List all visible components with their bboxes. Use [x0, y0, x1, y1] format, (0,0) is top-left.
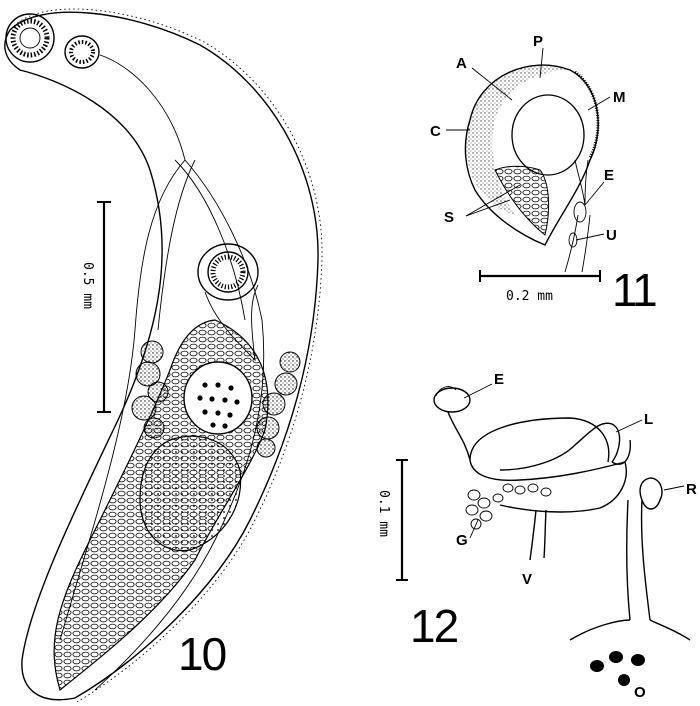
ova-O [590, 651, 645, 686]
laurer-canal-L [500, 423, 630, 470]
receptacle-duct [500, 462, 650, 620]
label-12-L: L [644, 411, 653, 428]
uterine-loop [448, 412, 625, 480]
oral-sucker [6, 14, 54, 62]
label-12-R: R [686, 481, 697, 498]
ovary [184, 362, 252, 434]
ejaculatory-duct [565, 160, 590, 272]
figure-10-drawing [5, 9, 322, 702]
testis [140, 436, 241, 550]
tegument-spines [14, 9, 322, 702]
figure-number-10: 10 [178, 628, 226, 680]
figure-number-11: 11 [612, 264, 656, 316]
receptacle-R [640, 478, 662, 509]
figure-12-leaders [464, 384, 684, 538]
caeca-inner [158, 160, 245, 330]
label-11-A: A [456, 55, 467, 72]
label-12-V: V [522, 571, 532, 588]
vitelline-duct-V [530, 510, 546, 560]
figure-12-drawing [434, 387, 690, 686]
label-11-C: C [430, 123, 441, 140]
label-12-G: G [456, 532, 468, 549]
egg-E [434, 388, 470, 412]
label-11-M: M [613, 89, 626, 106]
pharynx [65, 36, 99, 68]
label-11-S: S [444, 209, 454, 226]
figure-number-12: 12 [410, 600, 458, 652]
scale-label-11: 0.2 mm [506, 289, 553, 304]
scale-label-10: 0.5 mm [80, 262, 95, 309]
label-11-U: U [606, 227, 617, 244]
ovary-base [570, 620, 690, 640]
label-11-P: P [533, 33, 543, 50]
scale-label-12: 0.1 mm [376, 490, 391, 537]
label-11-E: E [604, 167, 614, 184]
label-12-E: E [494, 371, 504, 388]
scale-bar-12 [396, 460, 408, 580]
seminal-vesicle [512, 95, 584, 175]
label-12-O: O [634, 684, 646, 701]
scale-bar-10 [97, 202, 111, 412]
figure-11-drawing [465, 65, 598, 272]
